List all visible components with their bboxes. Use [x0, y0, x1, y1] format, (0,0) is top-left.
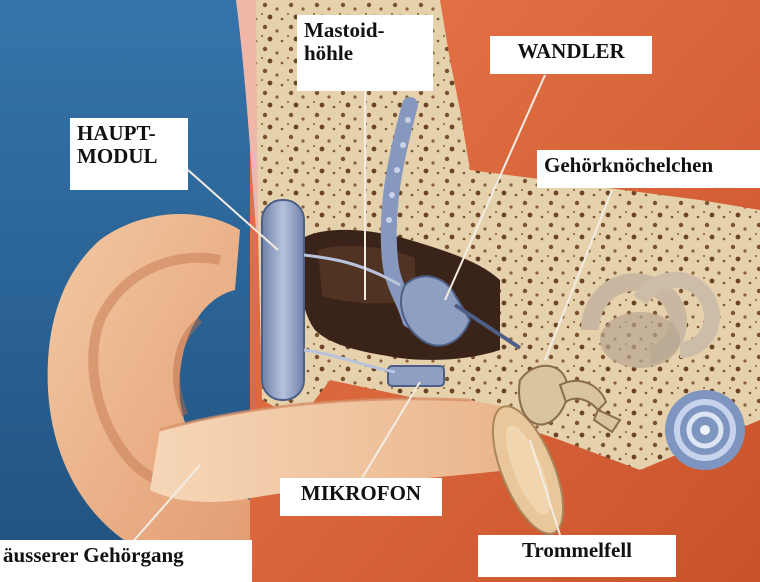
cochlea-center: [700, 425, 710, 435]
label-microphone: MIKROFON: [280, 478, 442, 516]
label-main-module-line-1: HAUPT-: [77, 122, 181, 145]
label-eardrum-text: Trommelfell: [485, 539, 669, 562]
label-mastoid-cavity: Mastoid- höhle: [297, 15, 433, 91]
label-ossicles-text: Gehörknöchelchen: [544, 154, 753, 177]
label-mastoid-line-2: höhle: [304, 42, 426, 65]
label-ear-canal: äusserer Gehörgang: [0, 540, 252, 582]
microphone-implant: [388, 366, 444, 386]
vestibule: [600, 312, 680, 368]
label-main-module-line-2: MODUL: [77, 145, 181, 168]
label-ossicles: Gehörknöchelchen: [537, 150, 760, 188]
label-transducer: WANDLER: [490, 36, 652, 74]
label-transducer-text: WANDLER: [497, 40, 645, 63]
label-microphone-text: MIKROFON: [287, 482, 435, 505]
main-module-implant: [262, 200, 304, 400]
label-eardrum: Trommelfell: [478, 535, 676, 577]
label-main-module: HAUPT- MODUL: [70, 118, 188, 190]
label-mastoid-line-1: Mastoid-: [304, 19, 426, 42]
label-ear-canal-text: äusserer Gehörgang: [3, 544, 245, 567]
